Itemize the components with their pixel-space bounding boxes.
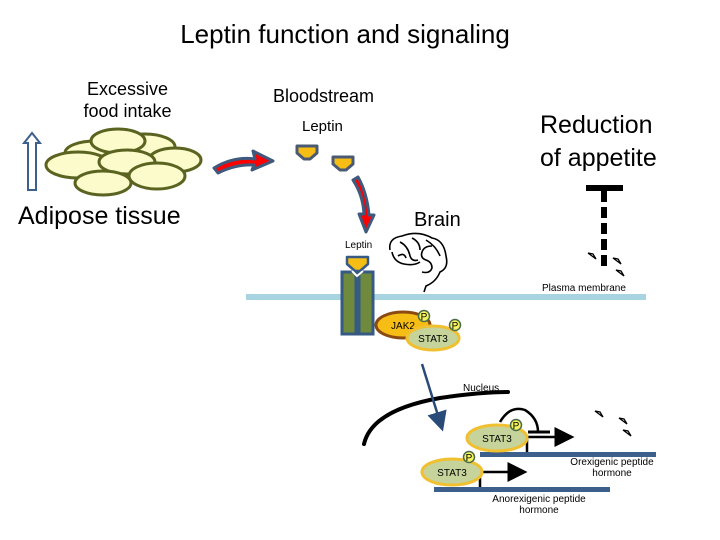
- leptin-receptor-icon: [340, 255, 375, 336]
- red-arrow-to-brain-icon: [351, 175, 376, 234]
- adipose-tissue-cells: [44, 127, 203, 197]
- leptin-molecule-icon: [295, 144, 319, 161]
- label-leptin-bloodstream: Leptin: [302, 118, 343, 135]
- page-title: Leptin function and signaling: [180, 19, 510, 49]
- stat3-label: STAT3: [418, 334, 448, 345]
- stat3-protein: STAT3: [465, 423, 529, 453]
- adipocyte: [73, 169, 133, 197]
- label-orexigenic: Orexigenic peptide hormone: [570, 457, 654, 479]
- label-adipose-tissue: Adipose tissue: [18, 202, 181, 230]
- stat3-label: STAT3: [437, 468, 467, 479]
- stat3-protein: STAT3: [420, 457, 484, 487]
- peptide-fragment: [618, 417, 628, 425]
- anorexigenic-gene-dna: [434, 487, 610, 492]
- peptide-fragment: [615, 269, 625, 277]
- peptide-fragment: [594, 410, 604, 418]
- svg-text:P: P: [452, 321, 459, 332]
- label-nucleus: Nucleus: [463, 383, 500, 394]
- peptide-fragment: [587, 252, 597, 260]
- svg-text:P: P: [421, 312, 428, 323]
- leptin-molecule-icon: [331, 155, 355, 172]
- inhibition-bar-icon: [586, 185, 623, 268]
- orexigenic-promoter-arrow-icon: [525, 427, 575, 452]
- brain-icon: [388, 232, 448, 293]
- label-plasma-membrane: Plasma membrane: [542, 283, 626, 294]
- jak2-label: JAK2: [391, 321, 415, 332]
- svg-text:P: P: [513, 421, 520, 432]
- plasma-membrane: [246, 294, 646, 300]
- peptide-fragments-icon: [587, 252, 632, 437]
- stat3-label: STAT3: [482, 434, 512, 445]
- phosphate-icon: P: [448, 318, 462, 332]
- stat3-repression-arc: [498, 407, 540, 433]
- label-reduction-of-appetite: Reduction of appetite: [540, 111, 657, 172]
- label-anorexigenic: Anorexigenic peptide hormone: [492, 494, 586, 516]
- anorexigenic-promoter-arrow-icon: [478, 462, 528, 487]
- label-brain: Brain: [414, 209, 461, 231]
- nuclear-envelope: [362, 390, 510, 446]
- label-leptin-receptor: Leptin: [345, 240, 373, 251]
- adipocyte: [127, 161, 187, 191]
- orexigenic-gene-dna: [480, 452, 656, 457]
- label-excessive-food-intake: Excessive food intake: [83, 79, 172, 121]
- peptide-fragment: [622, 429, 632, 437]
- stat3-protein: STAT3: [405, 324, 461, 352]
- phosphate-icon: P: [417, 309, 431, 323]
- phosphate-icon: P: [462, 450, 476, 464]
- phosphate-icon: P: [509, 418, 523, 432]
- peptide-fragment: [612, 257, 622, 265]
- translocation-arrow-icon: [420, 363, 447, 432]
- label-bloodstream: Bloodstream: [273, 86, 375, 106]
- svg-text:P: P: [466, 453, 473, 464]
- red-arrow-to-bloodstream-icon: [212, 149, 275, 175]
- increase-arrow-icon: [21, 131, 43, 191]
